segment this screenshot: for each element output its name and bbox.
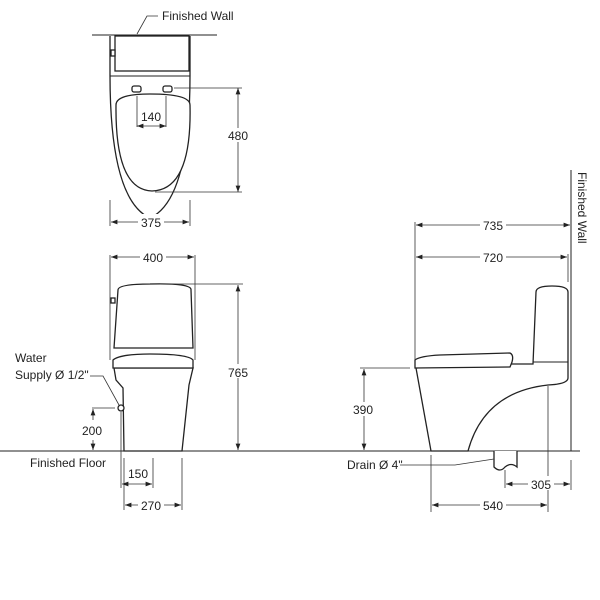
dim-label-765: 765 [228, 366, 248, 380]
toilet-body-side [415, 285, 569, 452]
dim-label-200: 200 [82, 424, 102, 438]
dim-label-375: 375 [141, 216, 161, 230]
tank-front [113, 283, 194, 349]
bowl-front [113, 367, 194, 452]
drain-label: Drain Ø 4" [347, 458, 403, 472]
dim-label-540: 540 [483, 499, 503, 513]
hinge-left [131, 85, 142, 93]
dim-label-480: 480 [228, 129, 248, 143]
dim-label-140: 140 [141, 110, 161, 124]
water-supply-label-2: Supply Ø 1/2" [15, 368, 89, 382]
dim-label-720: 720 [483, 251, 503, 265]
top-view: Finished Wall 140 480 375 [92, 9, 250, 230]
finished-floor-label: Finished Floor [30, 456, 106, 470]
side-view: Finished Wall 735 720 390 Drain Ø 4" 305… [347, 170, 589, 513]
dim-label-150: 150 [128, 467, 148, 481]
finished-wall-label-top: Finished Wall [162, 9, 234, 23]
seat-side [414, 352, 514, 369]
finished-wall-label-side: Finished Wall [575, 172, 589, 244]
dim-label-390: 390 [353, 403, 373, 417]
dim-label-305: 305 [531, 478, 551, 492]
leader-line [136, 15, 158, 35]
seat-top-view [115, 93, 191, 192]
seat-front [112, 353, 194, 369]
front-view: 400 765 Water Supply Ø 1/2" 200 150 270 [15, 250, 250, 513]
dim-label-400: 400 [143, 251, 163, 265]
hinge-right [162, 85, 173, 93]
water-supply-label: Water [15, 351, 47, 365]
flush-button [110, 49, 116, 57]
water-supply-inlet [117, 404, 125, 412]
drain-pipe [493, 451, 518, 471]
tank-top [114, 35, 190, 72]
leader-line [90, 375, 120, 406]
leader-line [400, 458, 495, 466]
dim-label-735: 735 [483, 219, 503, 233]
flush-button-front [110, 297, 116, 304]
dim-label-270: 270 [141, 499, 161, 513]
